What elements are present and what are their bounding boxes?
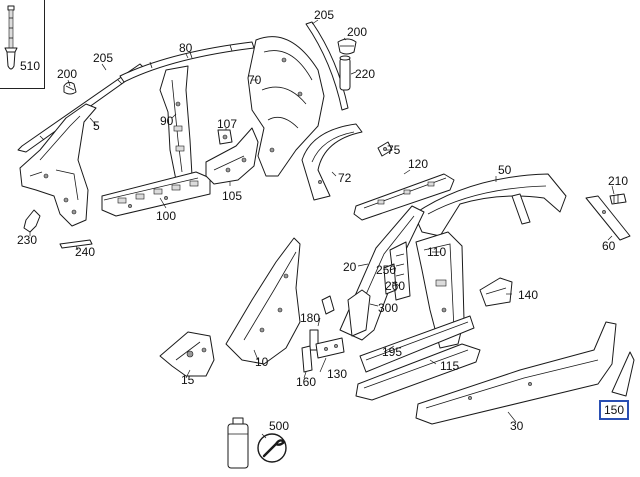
part-160-bracket[interactable] — [301, 345, 313, 373]
part-60-rear-bracket[interactable] — [585, 195, 631, 241]
label-60[interactable]: 60 — [602, 239, 616, 253]
label-200-left[interactable]: 200 — [57, 67, 78, 81]
part-500-can[interactable] — [227, 417, 249, 469]
label-105[interactable]: 105 — [222, 189, 243, 203]
label-250[interactable]: 250 — [376, 263, 397, 277]
wrench-icon — [257, 433, 287, 463]
label-160[interactable]: 160 — [296, 375, 317, 389]
part-300-reinforcement[interactable] — [347, 289, 371, 337]
leader-lines — [29, 19, 615, 439]
label-140[interactable]: 140 — [518, 288, 539, 302]
part-70-rear-quarter[interactable] — [247, 36, 325, 177]
label-5[interactable]: 5 — [93, 119, 100, 133]
part-220-tube[interactable] — [339, 55, 351, 91]
part-105-pillar-reinforcement[interactable] — [205, 127, 259, 185]
label-110[interactable]: 110 — [427, 245, 447, 259]
part-140-bracket[interactable] — [479, 277, 513, 307]
part-72-wheel-arch[interactable] — [301, 123, 363, 201]
part-5-front-pillar[interactable] — [19, 103, 97, 227]
part-120-roof-cross-member[interactable] — [353, 173, 455, 221]
label-75[interactable]: 75 — [387, 143, 401, 157]
part-107-bracket[interactable] — [217, 129, 233, 145]
part-200-clip-right[interactable] — [337, 38, 357, 55]
label-210[interactable]: 210 — [608, 174, 629, 188]
label-200-right[interactable]: 200 — [347, 25, 368, 39]
part-10-front-body-side[interactable] — [225, 237, 301, 365]
label-115[interactable]: 115 — [440, 359, 460, 373]
part-180-shield[interactable] — [321, 295, 335, 315]
label-90[interactable]: 90 — [160, 114, 174, 128]
part-205-roof-strip-right[interactable] — [305, 21, 349, 111]
label-72[interactable]: 72 — [338, 171, 352, 185]
part-195-door-frame[interactable] — [359, 315, 475, 373]
part-110-b-pillar-outer[interactable] — [415, 231, 465, 349]
label-70[interactable]: 70 — [248, 73, 262, 87]
label-220[interactable]: 220 — [355, 67, 376, 81]
part-30-outer-sill[interactable] — [415, 321, 617, 425]
label-195[interactable]: 195 — [382, 345, 403, 359]
part-130-reinforcement[interactable] — [315, 337, 345, 359]
label-107[interactable]: 107 — [217, 117, 238, 131]
label-180[interactable]: 180 — [300, 311, 321, 325]
label-205-right[interactable]: 205 — [314, 8, 335, 22]
part-100-inner-sill[interactable] — [101, 171, 211, 217]
label-510[interactable]: 510 — [20, 59, 41, 73]
label-10[interactable]: 10 — [255, 355, 269, 369]
part-50-roof-frame[interactable] — [413, 173, 567, 237]
label-130[interactable]: 130 — [327, 367, 348, 381]
label-205-left[interactable]: 205 — [93, 51, 114, 65]
part-510-rivet[interactable] — [4, 5, 18, 70]
part-15-front-bracket[interactable] — [159, 331, 215, 377]
part-115-inner-sill[interactable] — [355, 343, 481, 401]
label-100[interactable]: 100 — [156, 209, 177, 223]
label-300[interactable]: 300 — [378, 301, 399, 315]
label-120[interactable]: 120 — [408, 157, 429, 171]
label-240[interactable]: 240 — [75, 245, 96, 259]
label-15[interactable]: 15 — [181, 373, 195, 387]
part-150-rear-trim[interactable] — [611, 351, 635, 397]
label-80[interactable]: 80 — [179, 41, 193, 55]
part-200-clip-left[interactable] — [63, 81, 77, 95]
part-260-hinge-plate[interactable] — [383, 263, 397, 295]
label-30[interactable]: 30 — [510, 419, 524, 433]
label-260[interactable]: 260 — [385, 279, 406, 293]
part-230-angle[interactable] — [23, 209, 41, 233]
label-230[interactable]: 230 — [17, 233, 38, 247]
part-240-strip[interactable] — [59, 239, 93, 249]
part-210-bolt[interactable] — [609, 193, 627, 205]
label-50[interactable]: 50 — [498, 163, 512, 177]
inset-frame-510 — [0, 0, 45, 89]
label-20[interactable]: 20 — [343, 260, 357, 274]
label-500[interactable]: 500 — [269, 419, 290, 433]
label-150[interactable]: 150 — [599, 400, 630, 420]
